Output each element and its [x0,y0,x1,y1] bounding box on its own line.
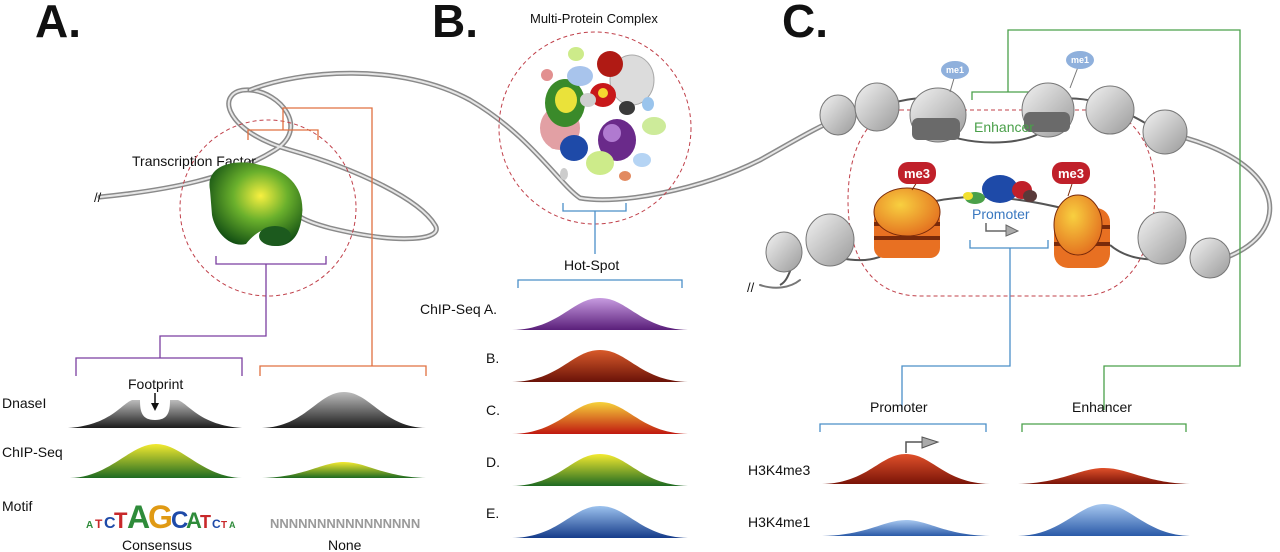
chipseq-peak-consensus [70,444,242,478]
loop-dashed-region [847,109,1156,297]
multi-protein-complex [540,47,666,181]
dnasei-footprint-peak [68,400,242,428]
chip-label-d: D. [486,454,500,470]
svg-text:me3: me3 [904,166,930,181]
promoter-protein-complex [963,175,1037,204]
chip-peak-d [512,454,688,486]
chip-peak-a [512,298,688,330]
complex-label: Multi-Protein Complex [530,11,658,26]
nucleosomes-gray [765,82,1231,279]
panel-c-letter: C. [782,0,828,47]
svg-text:A: A [186,508,202,533]
dna-break-left: // [94,190,102,205]
dnasei-peak-none [262,392,426,428]
consensus-label: Consensus [122,537,192,552]
svg-text:me1: me1 [946,65,964,75]
svg-text:C: C [104,515,116,532]
chip-label-c: C. [486,402,500,418]
row-label-h3k4me1: H3K4me1 [748,514,810,530]
svg-text:T: T [95,517,103,531]
chip-peak-c [512,402,688,434]
row-label-motif: Motif [2,498,32,514]
chipseq-peak-none [262,462,426,478]
svg-text:C: C [171,507,188,534]
nucleosome-orange-right [1053,194,1110,268]
h3k4me1-peak-promoter [822,520,990,536]
chip-peak-b [512,350,688,382]
hotspot-label: Hot-Spot [564,257,619,273]
row-label-chipseq: ChIP-Seq [2,444,63,460]
svg-text:me1: me1 [1071,55,1089,65]
me3-tag-right: me3 [1052,162,1090,197]
hotspot-bracket [517,203,683,288]
tf-dashed-circle [179,119,357,297]
enhancer-column-label: Enhancer [1072,399,1132,415]
svg-text:G: G [148,499,173,535]
svg-text:A: A [86,520,93,531]
svg-text:C: C [212,517,221,531]
promoter-loop-label: Promoter [972,206,1030,222]
panel-a-letter: A. [35,0,81,47]
h3k4me1-peak-enhancer [1018,504,1190,536]
dna-strand [97,70,1273,289]
me1-tag-left: me1 [941,61,969,93]
none-label: None [328,537,362,552]
transcription-factor-protein [209,162,303,246]
footprint-label: Footprint [128,376,183,392]
svg-text:me3: me3 [1058,166,1084,181]
promoter-connector [819,240,1049,432]
footprint-arrow [151,393,159,411]
h3k4me3-peak-promoter [822,454,990,484]
purple-bracket-tree [75,256,327,376]
chip-label-e: E. [486,505,499,521]
nucleosome-orange-left [873,187,941,258]
h3k4me3-peak-enhancer [1018,468,1190,484]
tss-arrow-bottom [905,436,940,453]
svg-text:T: T [221,520,227,531]
row-label-dnasei: DnaseI [2,395,46,411]
me1-tag-right: me1 [1066,51,1094,89]
chip-peak-e [512,506,688,538]
svg-text:A: A [229,520,236,530]
me3-tag-left: me3 [898,162,936,191]
dna-break-right: // [747,280,755,295]
enhancer-loop-label: Enhancer [974,119,1034,135]
row-label-h3k4me3: H3K4me3 [748,462,810,478]
chip-label-b: B. [486,350,499,366]
orange-bracket-tree [247,107,427,376]
motif-logo-consensus: A T C T A G C A T C T A [86,499,236,535]
svg-text:T: T [200,512,211,532]
promoter-column-label: Promoter [870,399,928,415]
tss-arrow-loop [985,223,1020,237]
chip-label-a: ChIP-Seq A. [420,301,497,317]
svg-text:A: A [127,499,150,535]
motif-logo-none: NNNNNNNNNNNNNNNN [270,516,420,531]
panel-b-letter: B. [432,0,478,47]
svg-text:T: T [114,508,128,533]
